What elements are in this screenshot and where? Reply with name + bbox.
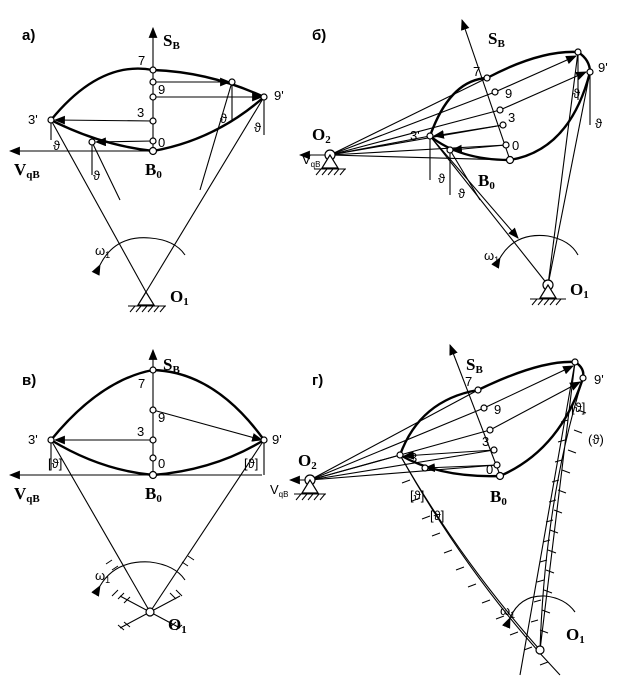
- theta-bracket-label: [ϑ]: [430, 508, 444, 523]
- point-3-label: 3: [508, 110, 515, 125]
- theta-label: ϑ: [595, 116, 603, 131]
- v-qb-label: VqB: [302, 152, 320, 169]
- o1-label: O1: [170, 287, 189, 308]
- panel-g: г) SB 7 9 3 0 3 9' [ϑ] (ϑ) [ϑ] [ϑ]: [270, 343, 604, 676]
- point-3-label: 3: [137, 424, 144, 439]
- point-9-label: 9: [158, 82, 165, 97]
- panel-b: б) SB 7 9 3 0 3' 9' ϑ ϑ ϑ ϑ: [298, 18, 608, 306]
- point-9-prime-label: 9': [274, 88, 284, 103]
- s-b-label: SB: [466, 355, 483, 376]
- b0-label: B0: [145, 484, 162, 505]
- theta-paren-label: (ϑ): [588, 432, 604, 447]
- panel-label: а): [22, 27, 35, 44]
- point-7-label: 7: [138, 53, 145, 68]
- v-qb-label: VqB: [270, 482, 288, 499]
- theta-label: ϑ: [438, 171, 446, 186]
- point-0-label: 0: [158, 456, 165, 471]
- panel-label: в): [22, 372, 36, 389]
- s-b-label: SB: [163, 355, 180, 376]
- theta-bracket-label: [ϑ]: [571, 400, 585, 415]
- point-0-label: 0: [158, 135, 165, 150]
- point-7-label: 7: [473, 64, 480, 79]
- omega-arc: [91, 561, 186, 597]
- theta-label: ϑ: [53, 138, 61, 153]
- s-b-label: SB: [163, 31, 180, 52]
- panel-v: в) SB 7 9 3 0 3' 9' [ϑ] [ϑ] VqB B0 ω1 O1: [8, 348, 282, 636]
- point-9-prime-label: 9': [598, 60, 608, 75]
- v-qb-label: VqB: [14, 160, 40, 181]
- theta-label: ϑ: [220, 111, 228, 126]
- point-3-label: 3: [482, 434, 489, 449]
- theta-label: ϑ: [93, 168, 101, 183]
- point-3-prime-label: 3': [28, 432, 38, 447]
- s-b-axis: [449, 343, 501, 476]
- point-9-label: 9: [158, 410, 165, 425]
- omega-label: ω1: [95, 568, 110, 585]
- omega-label: ω1: [500, 603, 515, 620]
- point-9-label: 9: [494, 402, 501, 417]
- theta-bracket-label: [ϑ]: [244, 456, 258, 471]
- omega-arc: [502, 595, 576, 629]
- point-9-prime-label: 9': [594, 372, 604, 387]
- point-3-prime-label: 3': [410, 128, 420, 143]
- o1-label: O1: [168, 615, 187, 636]
- o2-label: O2: [298, 451, 317, 472]
- point-0-label: 0: [486, 462, 493, 477]
- point-3-prime-label: 3: [410, 450, 417, 465]
- b0-label: B0: [145, 160, 162, 181]
- panel-a: а) SB 7 9 3 0 3' 9' ϑ ϑ ϑ ϑ VqB B0 ω1: [8, 26, 284, 313]
- theta-label: ϑ: [458, 186, 466, 201]
- point-7-label: 7: [465, 374, 472, 389]
- point-9-label: 9: [505, 86, 512, 101]
- omega-label: ω1: [484, 248, 499, 265]
- theta-bracket-label: [ϑ]: [410, 488, 424, 503]
- panel-label: б): [312, 27, 326, 44]
- panel-label: г): [312, 372, 323, 389]
- o1-label: O1: [566, 625, 585, 646]
- o1-support: [136, 290, 156, 306]
- theta-bracket-label: [ϑ]: [48, 456, 62, 471]
- theta-label: ϑ: [254, 120, 262, 135]
- omega-arc: [491, 234, 579, 269]
- point-7-label: 7: [138, 376, 145, 391]
- omega-label: ω1: [95, 243, 110, 260]
- point-3-label: 3: [137, 105, 144, 120]
- b0-label: B0: [490, 487, 507, 508]
- upper-profile-arc: [50, 368, 265, 441]
- o1-label: O1: [570, 280, 589, 301]
- point-9-prime-label: 9': [272, 432, 282, 447]
- omega-arc: [91, 237, 186, 276]
- s-b-axis: [461, 18, 511, 161]
- s-b-label: SB: [488, 29, 505, 50]
- theta-label: ϑ: [573, 86, 581, 101]
- v-qb-label: VqB: [14, 484, 40, 505]
- o2-label: O2: [312, 125, 331, 146]
- b0-label: B0: [478, 171, 495, 192]
- point-0-label: 0: [512, 138, 519, 153]
- point-3-prime-label: 3': [28, 112, 38, 127]
